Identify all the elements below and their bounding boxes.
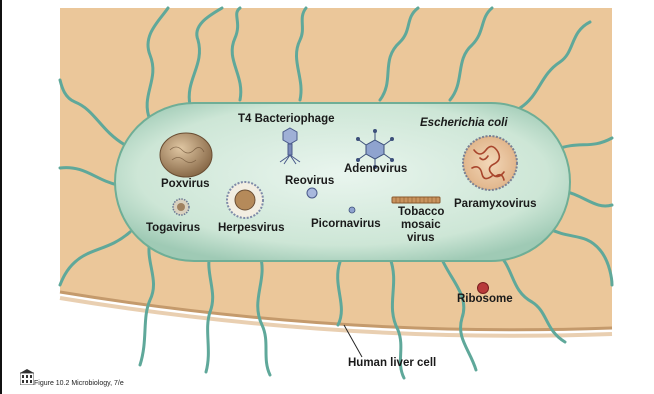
label-paramyxovirus: Paramyxovirus [454, 198, 536, 210]
tobacco-mosaic-virus-shape [392, 197, 440, 203]
label-t4-bacteriophage: T4 Bacteriophage [238, 113, 335, 125]
poxvirus-shape [160, 133, 212, 177]
publisher-logo-icon [20, 369, 34, 385]
label-ribosome: Ribosome [457, 293, 513, 305]
label-tobacco-mosaic-line3: virus [407, 232, 435, 244]
paramyxovirus-shape [463, 136, 517, 190]
label-tobacco-mosaic-line2: mosaic [401, 219, 441, 231]
figure-caption: Figure 10.2 Microbiology, 7/e [34, 380, 124, 387]
label-human-liver-cell: Human liver cell [348, 357, 436, 369]
ribosome-shape [478, 283, 489, 294]
herpesvirus-shape [227, 182, 263, 218]
label-herpesvirus: Herpesvirus [218, 222, 284, 234]
label-adenovirus: Adenovirus [344, 163, 407, 175]
label-togavirus: Togavirus [146, 222, 200, 234]
label-tobacco-mosaic-line1: Tobacco [398, 206, 444, 218]
label-poxvirus: Poxvirus [161, 178, 210, 190]
label-escherichia-coli: Escherichia coli [420, 117, 508, 129]
togavirus-shape [173, 199, 189, 215]
reovirus-shape [307, 188, 317, 198]
picornavirus-shape [349, 207, 355, 213]
label-reovirus: Reovirus [285, 175, 334, 187]
label-picornavirus: Picornavirus [311, 218, 381, 230]
